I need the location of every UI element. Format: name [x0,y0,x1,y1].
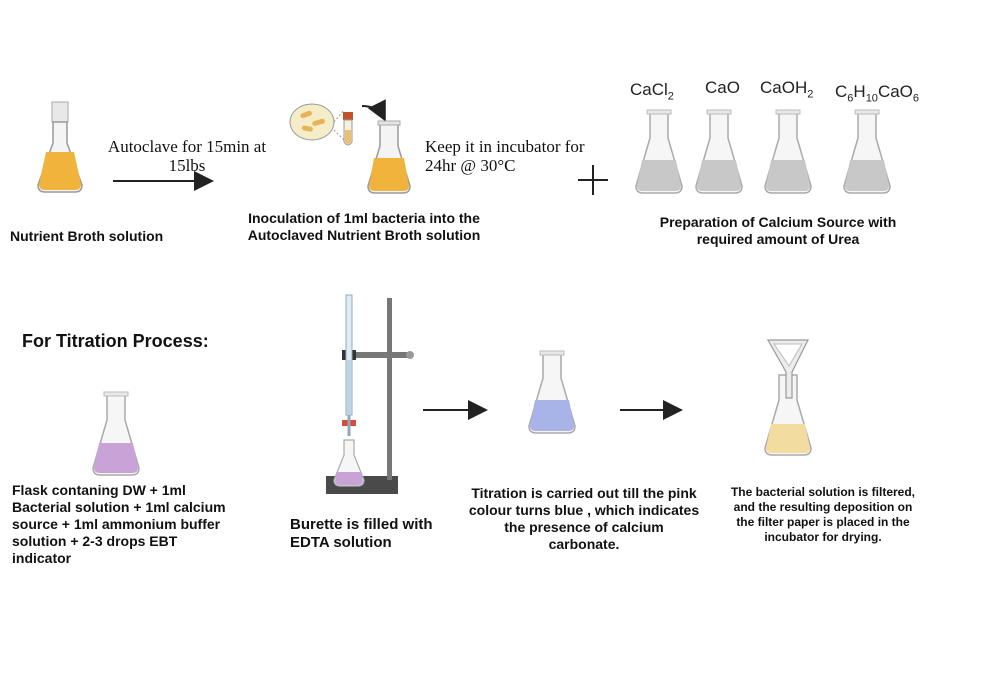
titration-flask-label: Flask contaning DW + 1ml Bacterial solut… [12,482,272,567]
titration-heading: For Titration Process: [22,331,209,351]
bacteria-dish-icon [289,103,345,141]
autoclave-label: Autoclave for 15min at 15lbs [92,137,282,175]
formula-cacl2: CaCl2 [630,80,674,103]
inoculation-line-1: Inoculation of 1ml bacteria into the [248,210,480,226]
filter-label: The bacterial solution is filtered, and … [718,485,928,545]
filter-line-3: the filter paper is placed in the [736,515,910,529]
formula-caoh2: CaOH2 [760,78,814,101]
flask-label-line-2: Bacterial solution + 1ml calcium [12,499,226,515]
filter-line-2: and the resulting deposition on [733,500,913,514]
calcium-line-1: Preparation of Calcium Source with [659,214,897,230]
flask-label-line-4: solution + 2-3 drops EBT [12,533,178,549]
formula-cao: CaO [705,78,740,97]
flask-label-line-1: Flask contaning DW + 1ml [12,482,186,498]
titration-result-label: Titration is carried out till the pink c… [460,485,708,553]
titration-flask-blue [528,350,576,434]
incubator-line-2: 24hr @ 30°C [425,156,516,175]
autoclave-line-1: Autoclave for 15min at [107,137,267,156]
formula-calcium-lactate: C6H10CaO6 [835,82,920,105]
calcium-flask-4 [843,109,891,194]
nutrient-broth-label: Nutrient Broth solution [10,228,164,244]
titration-flask-pink [92,391,140,476]
result-line-1: Titration is carried out till the pink [471,485,697,501]
plus-icon [578,165,608,195]
calcium-flask-3 [764,109,812,194]
result-line-3: the presence of calcium [504,519,664,535]
autoclave-line-2: 15lbs [168,156,206,175]
burette-label: Burette is filled with EDTA solution [290,516,470,552]
burette-label-line-1: Burette is filled with [290,516,433,533]
transfer-arrow-icon [361,99,386,122]
result-line-2: colour turns blue , which indicates [468,502,700,518]
incubator-label: Keep it in incubator for 24hr @ 30°C [425,137,605,175]
inoculation-line-2: Autoclaved Nutrient Broth solution [247,227,481,243]
inoculated-broth-flask [367,120,411,194]
incubator-line-1: Keep it in incubator for [425,137,585,156]
nutrient-broth-flask [37,101,83,193]
burette-stand-icon [326,294,414,494]
calcium-line-2: required amount of Urea [696,231,860,247]
flask-label-line-5: indicator [12,550,72,566]
calcium-source-label: Preparation of Calcium Source with requi… [640,214,916,248]
calcium-flask-2 [695,109,743,194]
inoculation-label: Inoculation of 1ml bacteria into the Aut… [228,210,500,244]
filter-line-1: The bacterial solution is filtered, [730,485,916,499]
test-tube-icon [343,112,353,146]
filter-flask [764,339,812,456]
result-line-4: carbonate. [548,536,620,552]
calcium-flask-1 [635,109,683,194]
filter-line-4: incubator for drying. [764,530,882,544]
flask-label-line-3: source + 1ml ammonium buffer [12,516,221,532]
burette-label-line-2: EDTA solution [290,534,392,551]
